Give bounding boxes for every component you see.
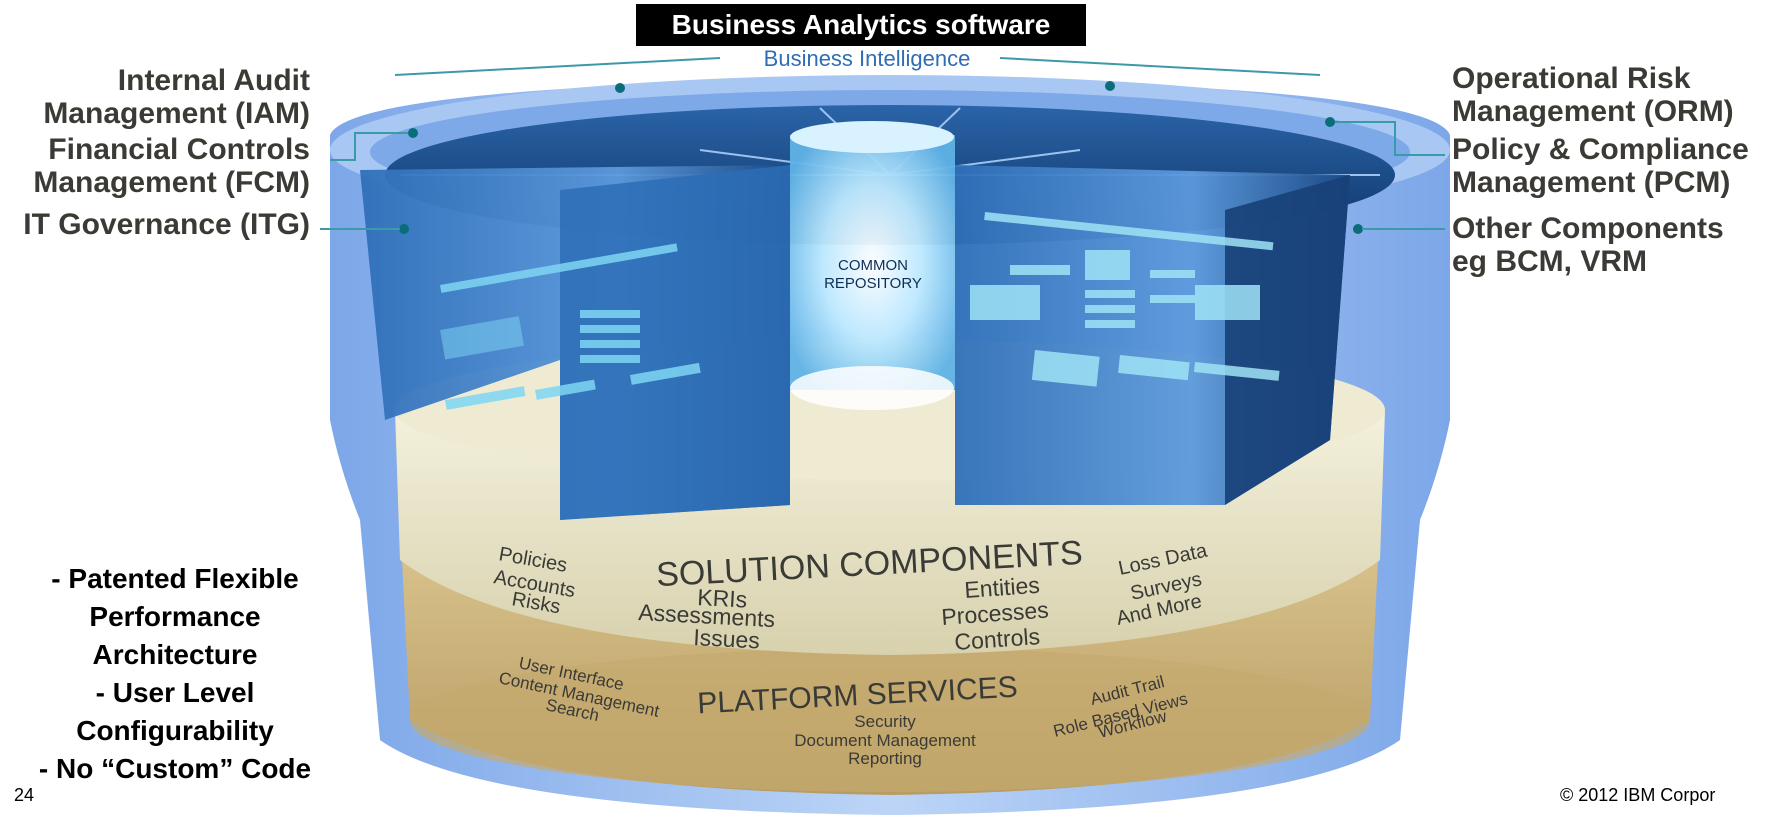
repository-label-line2: REPOSITORY [824,275,922,292]
banner-title: Business Analytics software [636,4,1086,46]
label-fcm: Financial Controls Management (FCM) [33,133,310,199]
page-number: 24 [14,785,35,805]
label-orm: Operational Risk Management (ORM) [1452,62,1734,128]
note-line: - No “Custom” Code [38,753,312,784]
note-line: - Patented Flexible Performance Architec… [51,563,299,670]
platform-item: Security [854,712,916,731]
repository-label-line1: COMMON [838,257,908,274]
architecture-notes: - Patented Flexible Performance Architec… [10,560,340,788]
platform-item: Reporting [848,749,922,768]
label-itg: IT Governance (ITG) [23,208,310,241]
label-other: Other Components eg BCM, VRM [1452,212,1724,278]
solution-item: Issues [693,624,761,653]
label-iam: Internal Audit Management (IAM) [43,64,310,130]
note-line: - User Level Configurability [76,677,274,746]
solution-item: Entities [964,572,1041,603]
solution-item: KRIs [697,584,748,613]
platform-item: Document Management [794,731,976,750]
business-intelligence-label: Business Intelligence [736,46,998,72]
solution-item: Controls [954,623,1041,655]
label-pcm: Policy & Compliance Management (PCM) [1452,133,1749,199]
copyright: © 2012 IBM Corpor [1560,785,1716,805]
